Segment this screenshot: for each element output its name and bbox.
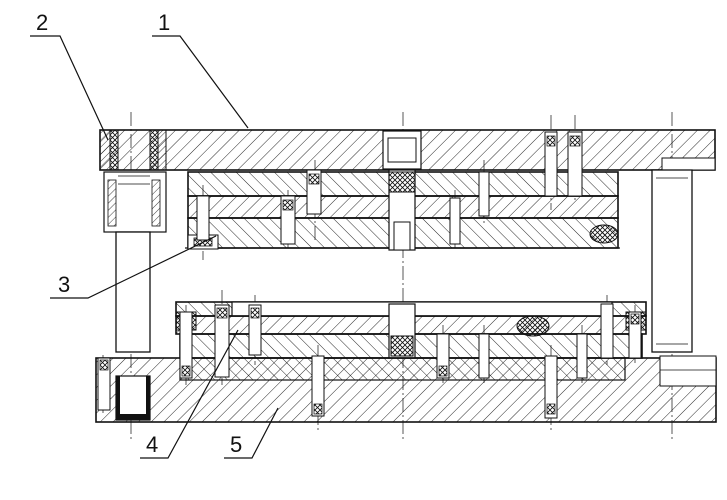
leader-1 (152, 35, 249, 129)
lower-die-base (95, 355, 717, 423)
leader-3 (50, 235, 217, 299)
leader-2 (30, 35, 109, 141)
center-die-insert (388, 303, 416, 359)
label-2: 2 (36, 10, 48, 35)
upper-screws (196, 131, 619, 245)
guide-pillar-right (651, 169, 693, 353)
center-punch-upper (388, 169, 416, 251)
lower-screws (97, 303, 642, 419)
label-1: 1 (158, 10, 170, 35)
guide-pillar-left (115, 231, 151, 353)
part-labels: 1 2 3 4 5 (36, 10, 242, 457)
label-3: 3 (58, 272, 70, 297)
leader-lines (30, 35, 279, 459)
label-4: 4 (146, 432, 158, 457)
upper-die-plate (99, 129, 716, 171)
label-5: 5 (230, 432, 242, 457)
leader-4 (140, 329, 239, 459)
leader-5 (224, 407, 279, 459)
